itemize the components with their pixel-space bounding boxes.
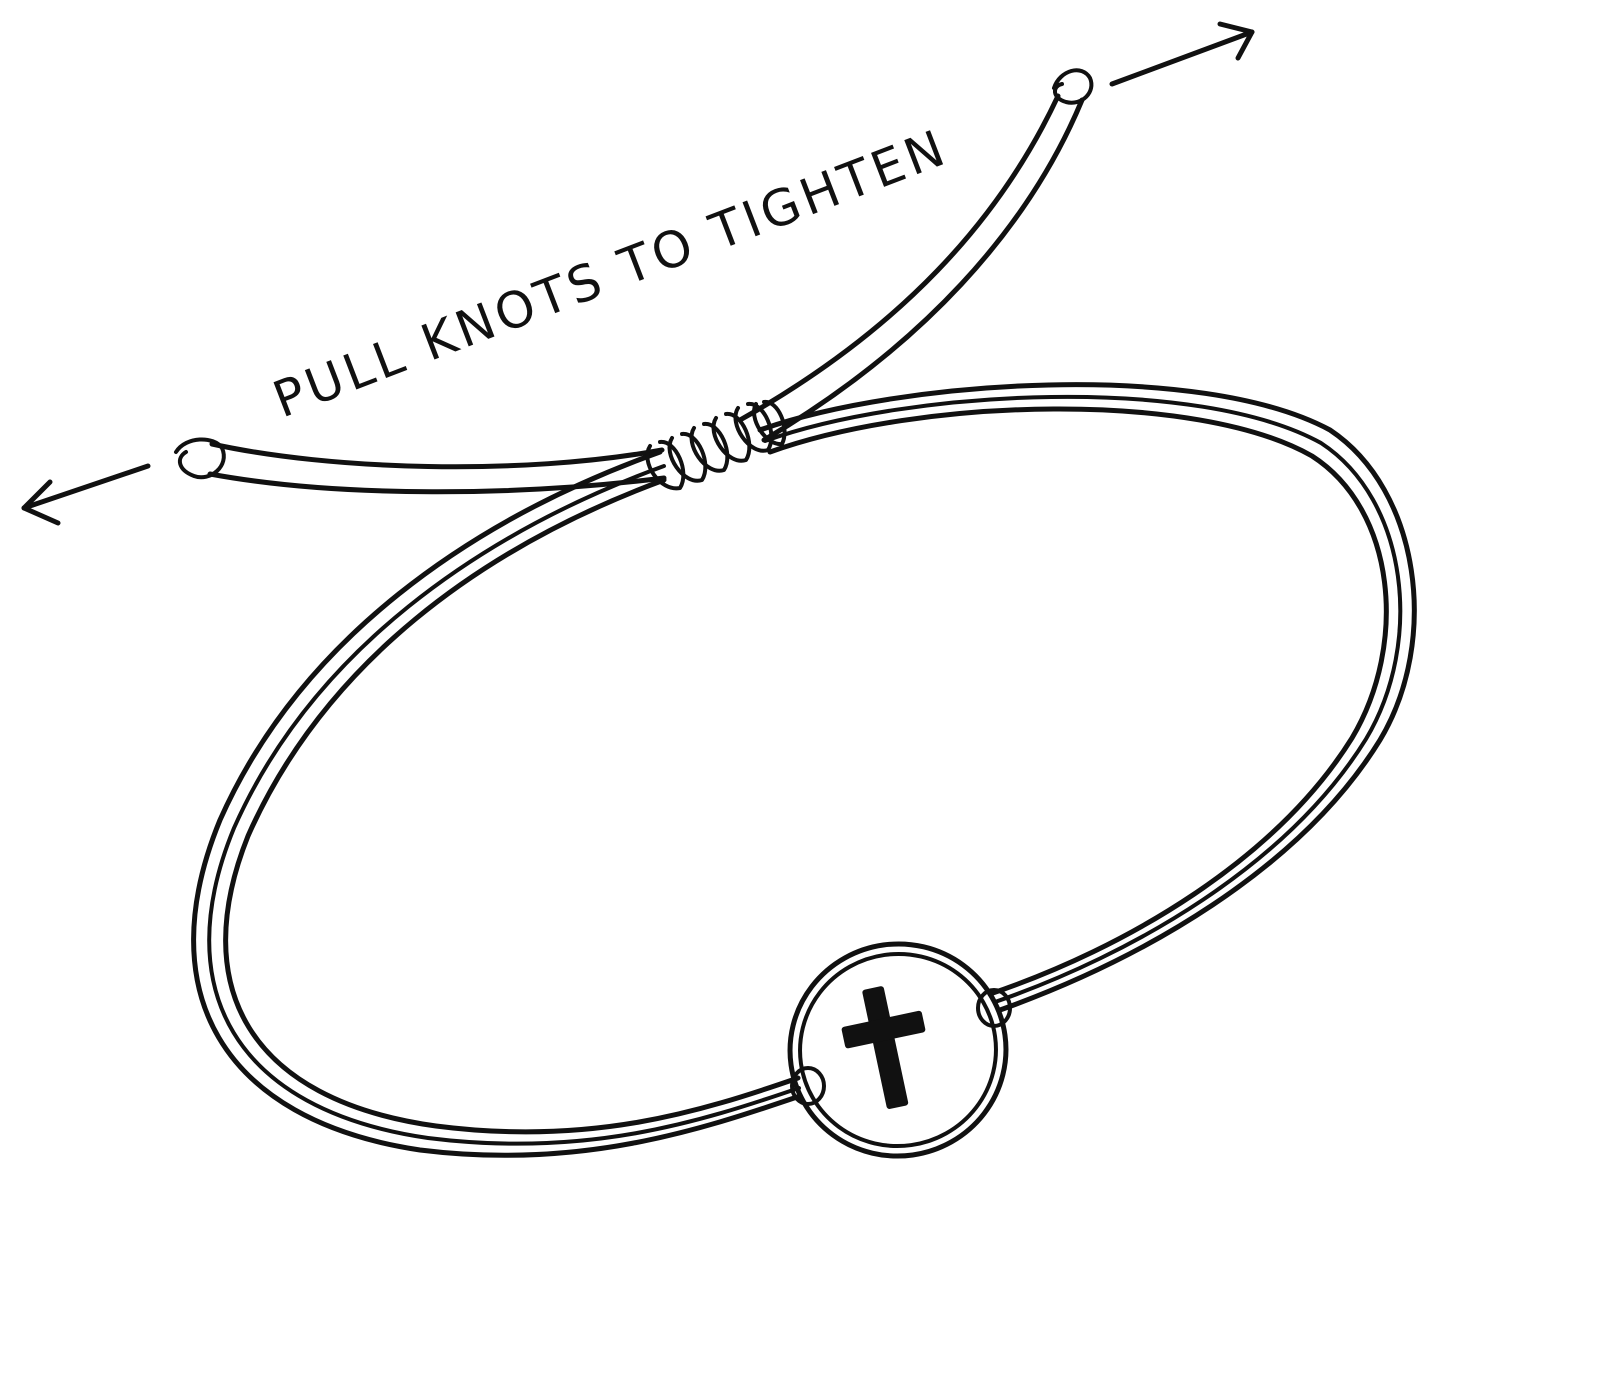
sliding-knot <box>645 400 787 491</box>
left-cord-end <box>174 437 667 495</box>
right-cord-end <box>737 68 1094 443</box>
pendant-charm <box>787 941 1012 1159</box>
arrow-left-icon <box>21 463 151 526</box>
cross-icon <box>841 986 926 1109</box>
arrow-right-icon <box>1109 21 1255 87</box>
bracelet-cord-loop <box>191 382 1417 1158</box>
